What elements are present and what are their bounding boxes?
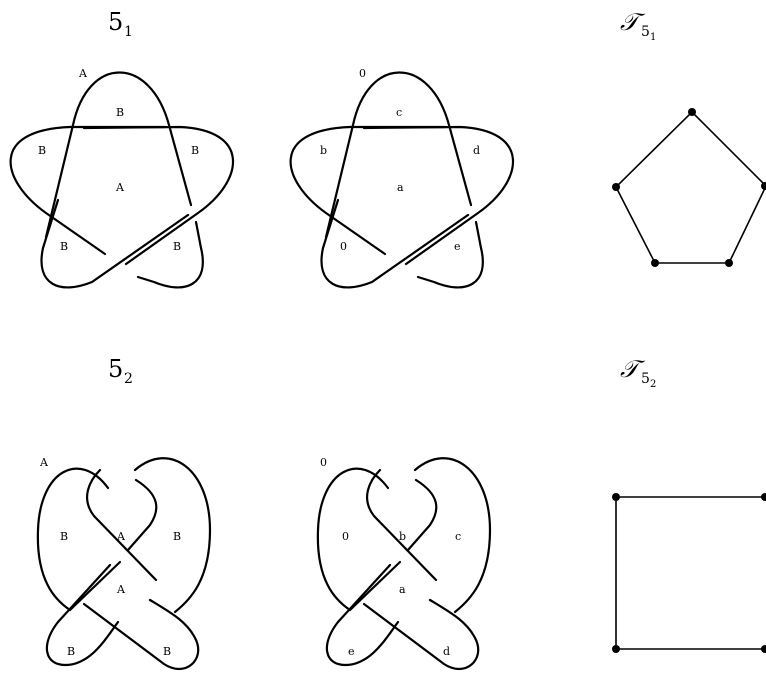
square-vertex-top-right	[761, 493, 766, 501]
knot-5-2b-label-right: c	[455, 530, 461, 543]
pentagon-vertex-bottom-right	[725, 259, 733, 267]
square-edges	[615, 496, 766, 650]
knot-5-1-strand-right-lobe	[82, 125, 234, 266]
knot-5-2b-label-bottom-left: e	[348, 645, 355, 658]
svg-text:5: 5	[641, 24, 650, 40]
tree-5-1-pentagon	[612, 108, 766, 267]
knot-5-2-strand-lower-right	[82, 598, 200, 671]
knot-5-2b-strand-lower-right	[362, 598, 480, 671]
knot-5-1b-label-bottom-left: 0	[340, 240, 347, 253]
pentagon-vertex-right	[761, 182, 766, 190]
knot-5-2-label-middle: A	[116, 583, 126, 596]
knot-5-1-label-center: A	[115, 181, 125, 194]
knot-5-2-label-bottom-right: B	[163, 645, 171, 658]
knot-5-2b-label-inner-top: b	[399, 530, 406, 543]
tree-5-2-square	[612, 493, 766, 653]
knot-5-2b-label-left: 0	[342, 530, 349, 543]
knot-5-2-label-outer-top: A	[39, 456, 49, 469]
knot-5-1b-label-outer-top: 0	[359, 67, 366, 80]
knot-5-1-state-diagram: A B B B A B B	[9, 67, 234, 289]
knot-5-1-label-bottom-right: B	[173, 240, 181, 253]
knot-5-1b-strand-right-lobe	[362, 125, 514, 266]
svg-text:1: 1	[124, 24, 133, 40]
knot-5-1-strand-left-lobe	[9, 125, 167, 256]
svg-text:5: 5	[108, 8, 123, 36]
knot-5-2b-label-outer-top: 0	[320, 456, 327, 469]
knot-5-1b-label-center: a	[397, 181, 404, 194]
knot-5-1-label-left: B	[38, 144, 46, 157]
knot-5-2-strand-upper-b	[126, 478, 158, 552]
knot-5-1b-label-left: b	[320, 144, 327, 157]
square-vertex-top-left	[612, 493, 620, 501]
knot-5-2b-strand-upper-c	[325, 563, 400, 667]
knot-5-1-label-right: B	[191, 144, 199, 157]
title-tree-5-1: 𝒯 5 1	[620, 8, 656, 43]
knot-5-1b-label-bottom-right: e	[454, 240, 461, 253]
title-tree-5-2: 𝒯 5 2	[620, 355, 656, 390]
knot-5-2-label-left: B	[60, 530, 68, 543]
knot-5-1b-strand-left-lobe	[289, 125, 447, 256]
knot-5-1-label-outer-top: A	[78, 67, 88, 80]
knot-5-2-label-bottom-left: B	[67, 645, 75, 658]
knot-5-1b-label-top: c	[396, 106, 402, 119]
knot-5-1-label-bottom-left: B	[60, 240, 68, 253]
title-knot-5-1: 5 1	[108, 8, 133, 40]
knot-5-1b-strand-top-lobe	[324, 71, 473, 239]
square-vertex-bottom-left	[612, 645, 620, 653]
knot-5-1-strand-top-lobe	[44, 71, 193, 239]
title-knot-5-2: 5 2	[108, 355, 133, 387]
knot-5-1b-strand-bottom-left-lobe	[320, 198, 470, 289]
knot-5-2-region-diagram: 0 0 b c a e d	[316, 456, 492, 671]
knot-5-2-label-inner-top: A	[116, 530, 126, 543]
pentagon-vertex-bottom-left	[651, 259, 659, 267]
knot-5-1-label-top: B	[116, 106, 124, 119]
svg-text:2: 2	[124, 371, 133, 387]
knot-5-2-strand-upper-c	[45, 563, 120, 667]
svg-text:1: 1	[650, 32, 656, 43]
knot-5-2-label-right: B	[173, 530, 181, 543]
knot-5-2b-strand-upper-b	[406, 478, 438, 552]
knot-5-1-strand-bottom-right-lobe	[136, 220, 204, 289]
knot-5-2b-strand-upper-a	[366, 468, 438, 582]
pentagon-vertex-top	[688, 108, 696, 116]
knot-5-2-strand-upper-a	[86, 468, 158, 582]
knot-5-2-state-diagram: A B A B A B B	[36, 456, 212, 671]
svg-text:5: 5	[641, 371, 650, 387]
knot-5-2-strand-outer-left	[36, 467, 110, 612]
pentagon-vertex-left	[612, 183, 620, 191]
knot-5-1-region-diagram: 0 c b d a 0 e	[289, 67, 514, 289]
square-vertex-bottom-right	[761, 645, 766, 653]
knot-5-2-strand-outer-right	[133, 457, 212, 614]
knot-5-2b-strand-outer-left	[316, 467, 390, 612]
knot-5-1-strand-bottom-left-lobe	[40, 198, 190, 289]
svg-text:5: 5	[108, 355, 123, 383]
svg-text:2: 2	[650, 379, 656, 390]
knot-5-1b-label-right: d	[473, 144, 480, 157]
knot-5-2b-strand-middle	[348, 560, 402, 612]
knot-5-2b-label-bottom-right: d	[443, 645, 450, 658]
knot-5-1b-strand-bottom-right-lobe	[416, 220, 484, 289]
knot-5-2-strand-middle	[68, 560, 122, 612]
pentagon-edges	[615, 110, 766, 264]
knot-5-2b-strand-outer-right	[413, 457, 492, 614]
knot-5-2b-label-middle: a	[399, 583, 406, 596]
